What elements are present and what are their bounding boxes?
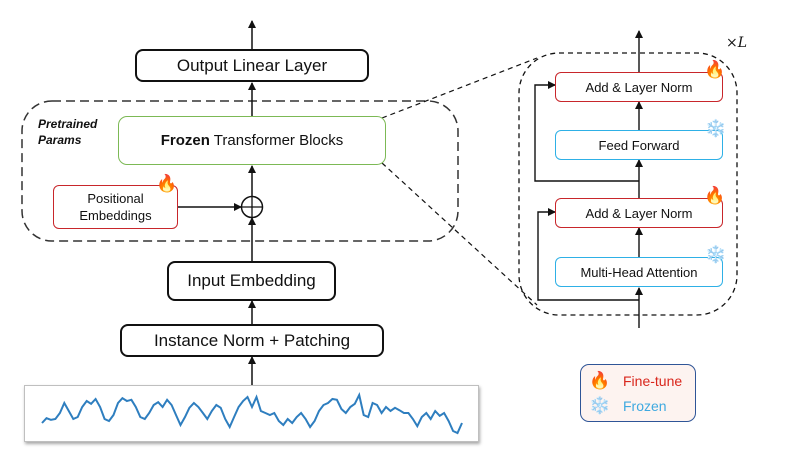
- fire-icon: 🔥: [704, 60, 726, 79]
- time-series-plot: [41, 392, 463, 435]
- positional-label-line1: Positional: [87, 191, 144, 206]
- repeat-count-label: ×L: [726, 35, 748, 51]
- pretrained-params-group: [21, 100, 459, 242]
- input-embedding-label: Input Embedding: [187, 271, 316, 290]
- snowflake-icon: ❄️: [705, 245, 727, 264]
- multi-head-attention-label: Multi-Head Attention: [580, 264, 698, 280]
- time-series-line: [41, 392, 463, 435]
- instance-norm-patching: Instance Norm + Patching: [120, 324, 384, 357]
- pretrained-label-line1: Pretrained: [38, 117, 98, 131]
- snowflake-icon: ❄️: [589, 396, 611, 415]
- legend: 🔥 Fine-tune ❄️ Frozen: [580, 364, 696, 422]
- transformer-blocks-label: Transformer Blocks: [209, 132, 344, 149]
- add-layer-norm-top-label: Add & Layer Norm: [585, 79, 693, 95]
- output-linear-layer-label: Output Linear Layer: [176, 55, 328, 75]
- fire-icon: 🔥: [704, 186, 726, 205]
- add-layer-norm-top: Add & Layer Norm: [555, 72, 723, 102]
- instance-norm-label: Instance Norm + Patching: [153, 330, 351, 350]
- snowflake-icon: ❄️: [705, 119, 727, 138]
- feed-forward: Feed Forward: [555, 130, 723, 160]
- legend-label-frozen: Frozen: [623, 398, 667, 414]
- input-embedding: Input Embedding: [167, 261, 336, 301]
- frozen-keyword: Frozen: [160, 132, 210, 149]
- legend-item-fine-tune: 🔥 Fine-tune: [589, 371, 682, 391]
- positional-embeddings: Positional Embeddings: [53, 185, 178, 229]
- fire-icon: 🔥: [156, 174, 178, 193]
- pretrained-params-label: Pretrained Params: [38, 116, 97, 148]
- output-linear-layer: Output Linear Layer: [135, 49, 369, 82]
- residual-connection-2: [534, 81, 639, 182]
- add-layer-norm-bottom-label: Add & Layer Norm: [585, 205, 693, 221]
- fire-icon: 🔥: [589, 371, 611, 390]
- legend-label-fine-tune: Fine-tune: [623, 373, 683, 389]
- multi-head-attention: Multi-Head Attention: [555, 257, 723, 287]
- pretrained-label-line2: Params: [38, 133, 82, 147]
- frozen-transformer-blocks: Frozen Transformer Blocks: [118, 116, 386, 165]
- zoom-connector-top: [381, 57, 538, 119]
- add-layer-norm-bottom: Add & Layer Norm: [555, 198, 723, 228]
- positional-label-line2: Embeddings: [79, 208, 152, 223]
- residual-connection-1: [537, 208, 639, 301]
- legend-item-frozen: ❄️ Frozen: [589, 396, 667, 416]
- zoom-connector-bottom: [381, 162, 538, 306]
- transformer-block-detail-group: [518, 52, 738, 316]
- input-time-series-panel: [24, 385, 479, 442]
- feed-forward-label: Feed Forward: [598, 137, 680, 153]
